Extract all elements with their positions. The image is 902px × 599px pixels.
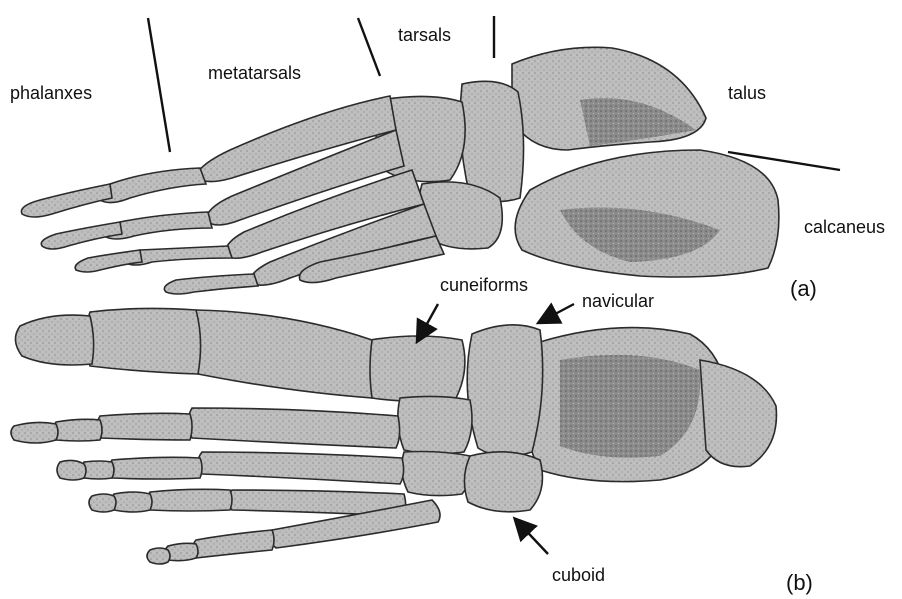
- phalanx-1-a: [99, 168, 206, 203]
- navicular-bone-a: [460, 81, 523, 201]
- metatarsal-3-b: [198, 452, 404, 484]
- phalanx-4-a: [41, 222, 122, 249]
- phalanx-3-1-b: [109, 457, 202, 479]
- cuneiforms-label: cuneiforms: [440, 276, 528, 294]
- talus-label: talus: [728, 84, 766, 102]
- cuneiforms-arrow: [418, 304, 438, 340]
- phalanx-2-a: [21, 184, 112, 217]
- cuboid-bone-b: [464, 452, 542, 512]
- panel-a-label: (a): [790, 278, 817, 300]
- panel-b-foot-dorsal: [11, 308, 776, 564]
- phalanx-4-1-b: [147, 489, 232, 511]
- panel-b-label: (b): [786, 572, 813, 594]
- metatarsal-2-b: [188, 408, 400, 448]
- navicular-label: navicular: [582, 292, 654, 310]
- navicular-arrow: [540, 304, 574, 322]
- phalanxes-label: phalanxes: [10, 84, 92, 102]
- navicular-bone-b: [467, 325, 542, 456]
- phalanx-5-1-b: [192, 530, 274, 558]
- phalanx-3-3-b: [57, 460, 86, 480]
- calcaneus-bone-b: [700, 360, 776, 467]
- phalanx-big-1-b: [85, 308, 201, 374]
- phalanx-big-2-b: [15, 315, 93, 365]
- phalanx-7-a: [164, 274, 258, 294]
- metatarsals-leader: [358, 18, 380, 76]
- cuboid-label: cuboid: [552, 566, 605, 584]
- phalanx-6-a: [75, 250, 142, 272]
- tarsals-label: tarsals: [398, 26, 451, 44]
- cuneiform-1-b: [365, 336, 464, 401]
- cuneiform-3-b: [402, 452, 472, 496]
- phalanx-4-3-b: [89, 494, 116, 512]
- phalanxes-leader: [148, 18, 170, 152]
- metatarsals-label: metatarsals: [208, 64, 301, 82]
- phalanx-2-3-b: [11, 422, 58, 443]
- cuneiform-2-b: [398, 396, 472, 453]
- panel-a-foot-lateral: [21, 47, 779, 294]
- phalanx-4-2-b: [111, 492, 152, 512]
- calcaneus-label: calcaneus: [804, 218, 885, 236]
- phalanx-5-3-b: [147, 548, 170, 564]
- phalanx-2-2-b: [53, 419, 102, 441]
- cuboid-arrow: [516, 520, 548, 554]
- metatarsal-1-b: [191, 310, 372, 398]
- phalanx-2-1-b: [97, 413, 192, 440]
